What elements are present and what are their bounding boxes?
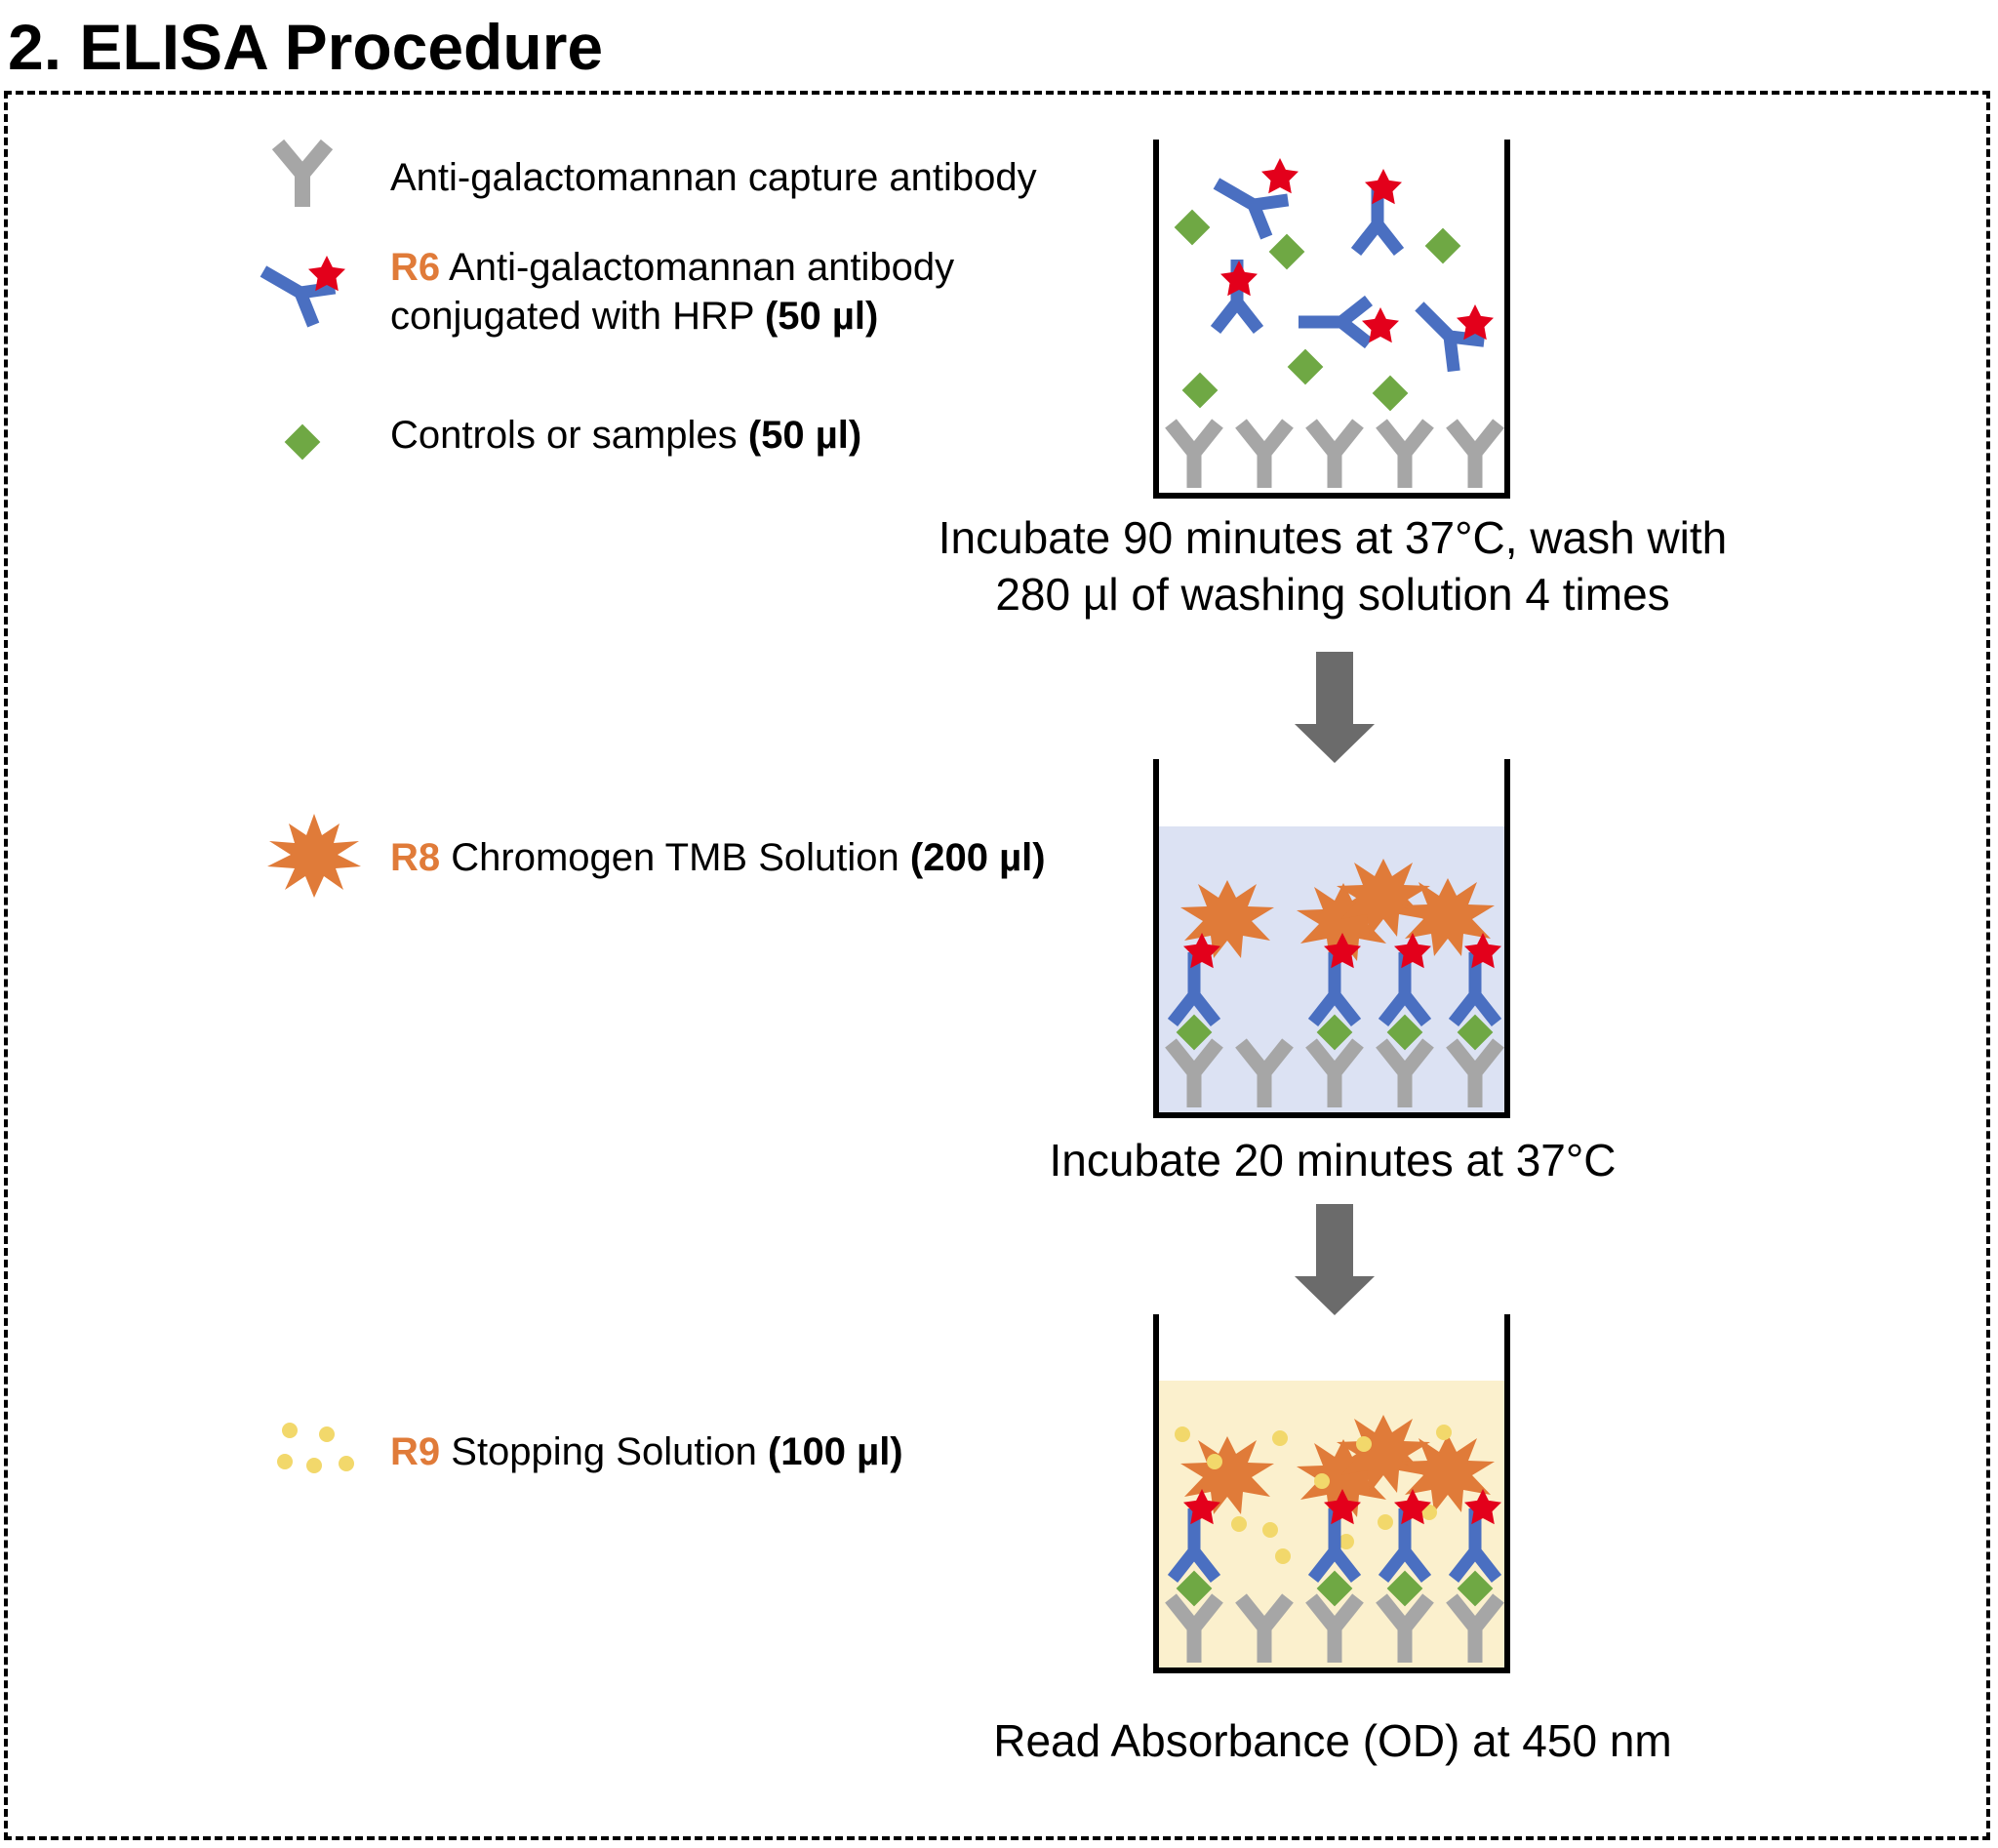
stop-dots-icon	[277, 1423, 354, 1473]
well-stop	[1153, 1314, 1510, 1673]
procedure-frame	[4, 91, 1990, 1840]
r6-volume: (50 µl)	[764, 295, 879, 338]
samples-volume: (50 µl)	[747, 414, 862, 457]
legend-r9: R9 Stopping Solution (100 µl)	[390, 1428, 903, 1475]
step-3-caption: Read Absorbance (OD) at 450 nm	[845, 1712, 1820, 1769]
reagent-code-r6: R6	[390, 246, 441, 289]
r8-label: Chromogen TMB Solution	[451, 836, 899, 879]
step-1-caption-line2: 280 µl of washing solution 4 times	[995, 569, 1670, 620]
capture-antibody-icon	[271, 139, 334, 207]
r9-label: Stopping Solution	[451, 1430, 757, 1473]
page-title: 2. ELISA Procedure	[8, 11, 604, 83]
r8-volume: (200 µl)	[909, 836, 1046, 879]
well-incubation-1	[1153, 140, 1510, 499]
step-1-caption-line1: Incubate 90 minutes at 37°C, wash with	[938, 512, 1728, 563]
legend-r6-line1: R6 Anti-galactomannan antibody	[390, 244, 954, 291]
step-1-caption: Incubate 90 minutes at 37°C, wash with 2…	[845, 509, 1820, 623]
step-2-caption-line1: Incubate 20 minutes at 37°C	[1049, 1135, 1617, 1185]
reagent-code-r9: R9	[390, 1430, 441, 1473]
reagent-code-r8: R8	[390, 836, 441, 879]
well-tmb	[1153, 759, 1510, 1118]
capture-antibodies-row	[1171, 423, 1498, 488]
r6-label-line2: conjugated with HRP	[390, 295, 754, 338]
down-arrow-icon	[1295, 1204, 1375, 1315]
free-detection-antibodies	[1206, 158, 1494, 371]
legend-capture-antibody-label: Anti-galactomannan capture antibody	[390, 156, 1037, 199]
samples-label: Controls or samples	[390, 414, 738, 457]
hrp-antibody-icon	[260, 265, 337, 328]
r9-volume: (100 µl)	[767, 1430, 903, 1473]
legend-r8: R8 Chromogen TMB Solution (200 µl)	[390, 834, 1046, 881]
step-2-caption: Incubate 20 minutes at 37°C	[845, 1132, 1820, 1188]
tmb-burst-icon	[267, 814, 361, 898]
sample-diamond-icon	[284, 423, 321, 461]
down-arrow-icon	[1295, 652, 1375, 763]
stop-dots	[1175, 1425, 1452, 1564]
legend-r6-line2: conjugated with HRP (50 µl)	[390, 293, 878, 340]
r6-label-line1: Anti-galactomannan antibody	[449, 246, 955, 289]
step-3-caption-line1: Read Absorbance (OD) at 450 nm	[993, 1715, 1672, 1766]
hrp-star-icon	[308, 256, 345, 292]
legend-samples: Controls or samples (50 µl)	[390, 412, 861, 459]
